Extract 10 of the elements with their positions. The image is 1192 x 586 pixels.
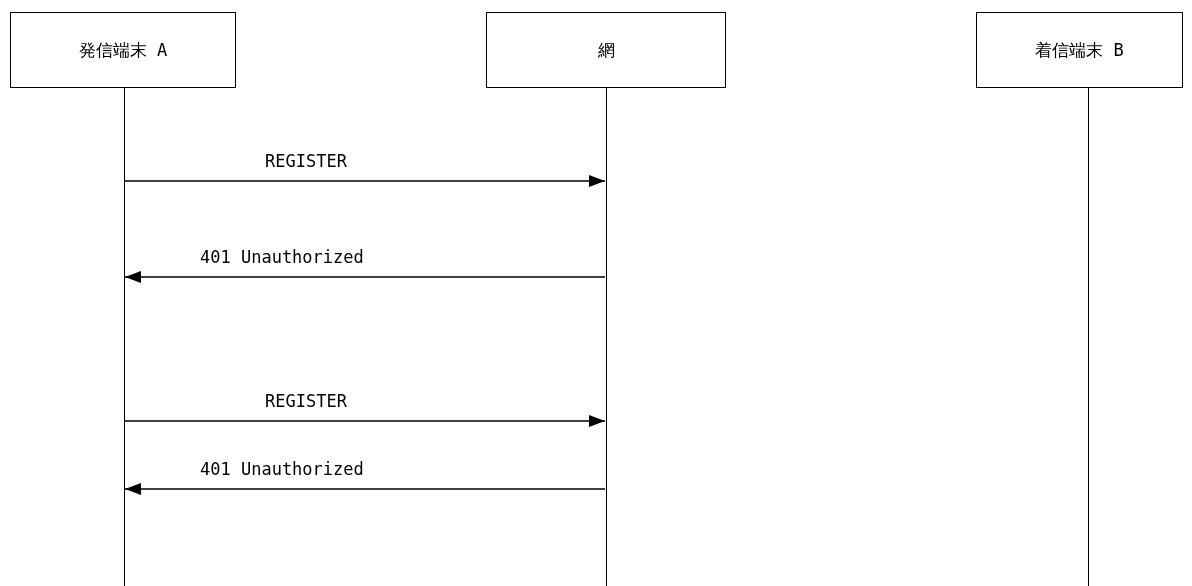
lifeline	[1087, 88, 1089, 586]
lifeline	[605, 88, 607, 586]
message-arrow	[124, 175, 606, 187]
message-arrow	[124, 415, 606, 427]
message-arrow	[124, 271, 606, 283]
message-arrow	[124, 483, 606, 495]
lifeline	[123, 88, 125, 586]
participant-box: 網	[486, 12, 726, 88]
participant-box: 発信端末 A	[10, 12, 236, 88]
participant-box: 着信端末 B	[976, 12, 1183, 88]
